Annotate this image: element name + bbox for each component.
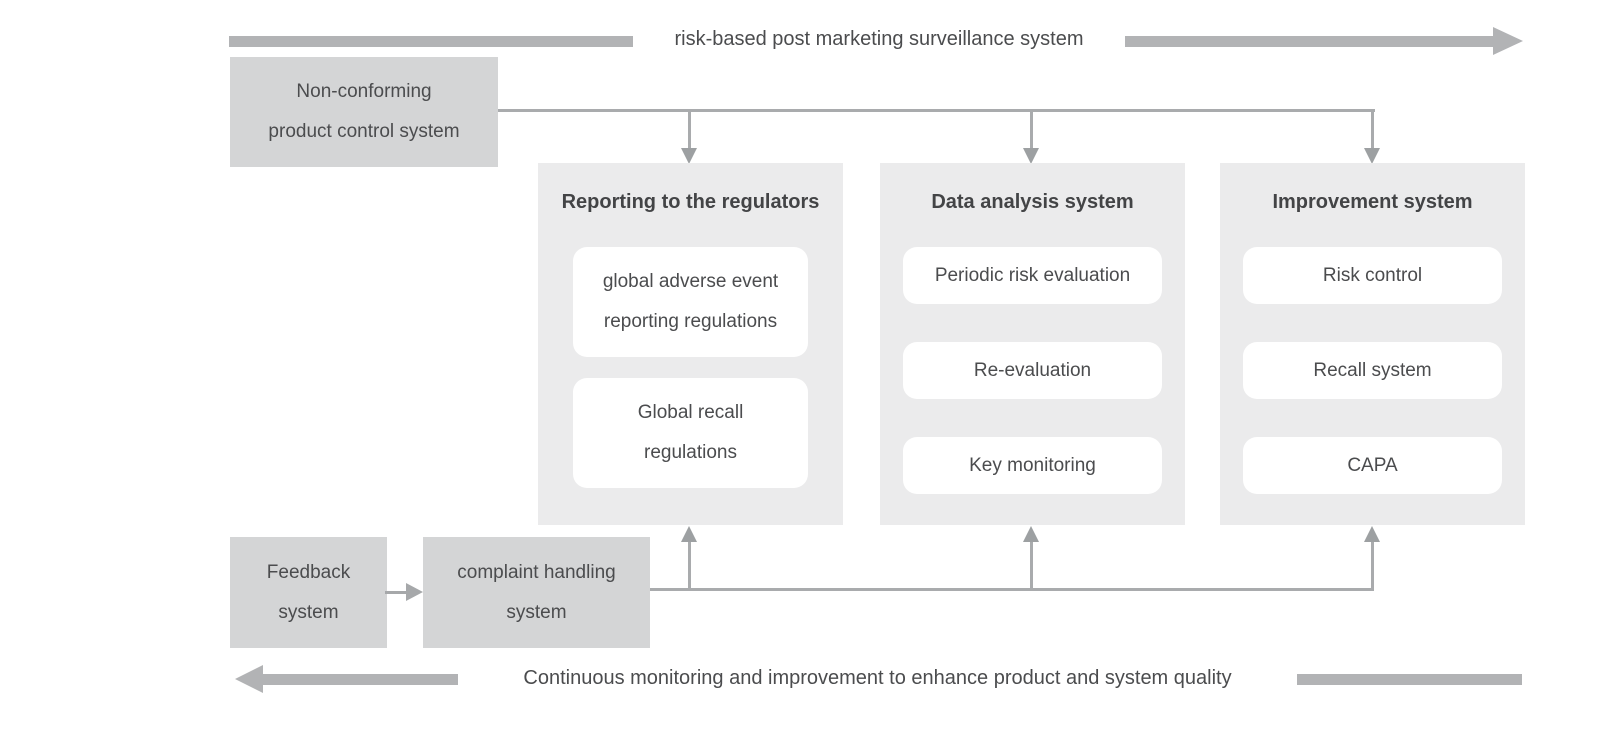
item-line: Key monitoring bbox=[969, 454, 1096, 476]
bottom-connector-line bbox=[650, 588, 1374, 591]
item-line: Recall system bbox=[1313, 359, 1432, 381]
non-conforming-box: Non-conforming product control system bbox=[230, 57, 498, 167]
item-line: Global recall bbox=[637, 402, 744, 423]
box-line: system bbox=[506, 601, 567, 623]
box-line: complaint handling bbox=[457, 561, 616, 583]
complaint-handling-box: complaint handling system bbox=[423, 537, 650, 648]
arrow-left-icon bbox=[235, 665, 263, 693]
item-box: global adverse event reporting regulatio… bbox=[573, 247, 808, 357]
top-connector-drop-3 bbox=[1371, 111, 1374, 149]
arrow-down-icon bbox=[681, 148, 697, 164]
bottom-banner-bar-left bbox=[262, 674, 458, 685]
top-connector-line bbox=[498, 109, 1375, 112]
box-line: product control system bbox=[268, 121, 460, 142]
arrow-up-icon bbox=[1364, 526, 1380, 542]
box-line: Feedback bbox=[266, 561, 351, 583]
panel-title: Data analysis system bbox=[931, 191, 1134, 213]
item-box: Risk control bbox=[1243, 247, 1502, 304]
bottom-banner-bar-right bbox=[1297, 674, 1522, 685]
box-line: Non-conforming bbox=[296, 81, 432, 102]
item-line: global adverse event bbox=[602, 271, 779, 292]
top-banner-label: risk-based post marketing surveillance s… bbox=[674, 28, 1084, 50]
panel-improvement: Improvement system Risk control Recall s… bbox=[1220, 163, 1525, 525]
item-line: regulations bbox=[644, 442, 737, 463]
panel-data-analysis: Data analysis system Periodic risk evalu… bbox=[880, 163, 1185, 525]
item-box: Key monitoring bbox=[903, 437, 1162, 494]
top-connector-drop-1 bbox=[688, 111, 691, 149]
item-line: reporting regulations bbox=[603, 311, 778, 332]
panel-title: Reporting to the regulators bbox=[561, 191, 820, 213]
feedback-box: Feedback system bbox=[230, 537, 387, 648]
panel-reporting: Reporting to the regulators global adver… bbox=[538, 163, 843, 525]
item-line: CAPA bbox=[1347, 454, 1398, 476]
item-box: Periodic risk evaluation bbox=[903, 247, 1162, 304]
bottom-connector-rise-2 bbox=[1030, 540, 1033, 590]
arrow-right-icon bbox=[406, 583, 423, 601]
bottom-connector-rise-3 bbox=[1371, 540, 1374, 590]
bottom-connector-rise-1 bbox=[688, 540, 691, 590]
bottom-banner-label: Continuous monitoring and improvement to… bbox=[523, 667, 1232, 689]
feedback-complaint-connector bbox=[385, 591, 407, 594]
panel-title: Improvement system bbox=[1272, 191, 1473, 213]
top-banner-bar-right bbox=[1125, 36, 1493, 47]
arrow-down-icon bbox=[1023, 148, 1039, 164]
item-line: Periodic risk evaluation bbox=[934, 264, 1131, 286]
item-box: Global recall regulations bbox=[573, 378, 808, 488]
arrow-down-icon bbox=[1364, 148, 1380, 164]
item-box: CAPA bbox=[1243, 437, 1502, 494]
item-box: Recall system bbox=[1243, 342, 1502, 399]
top-connector-drop-2 bbox=[1030, 111, 1033, 149]
item-line: Re-evaluation bbox=[973, 359, 1092, 381]
top-banner-bar-left bbox=[229, 36, 633, 47]
arrow-up-icon bbox=[1023, 526, 1039, 542]
arrow-up-icon bbox=[681, 526, 697, 542]
item-line: Risk control bbox=[1322, 264, 1423, 286]
arrow-right-icon bbox=[1493, 27, 1523, 55]
item-box: Re-evaluation bbox=[903, 342, 1162, 399]
box-line: system bbox=[278, 601, 339, 623]
